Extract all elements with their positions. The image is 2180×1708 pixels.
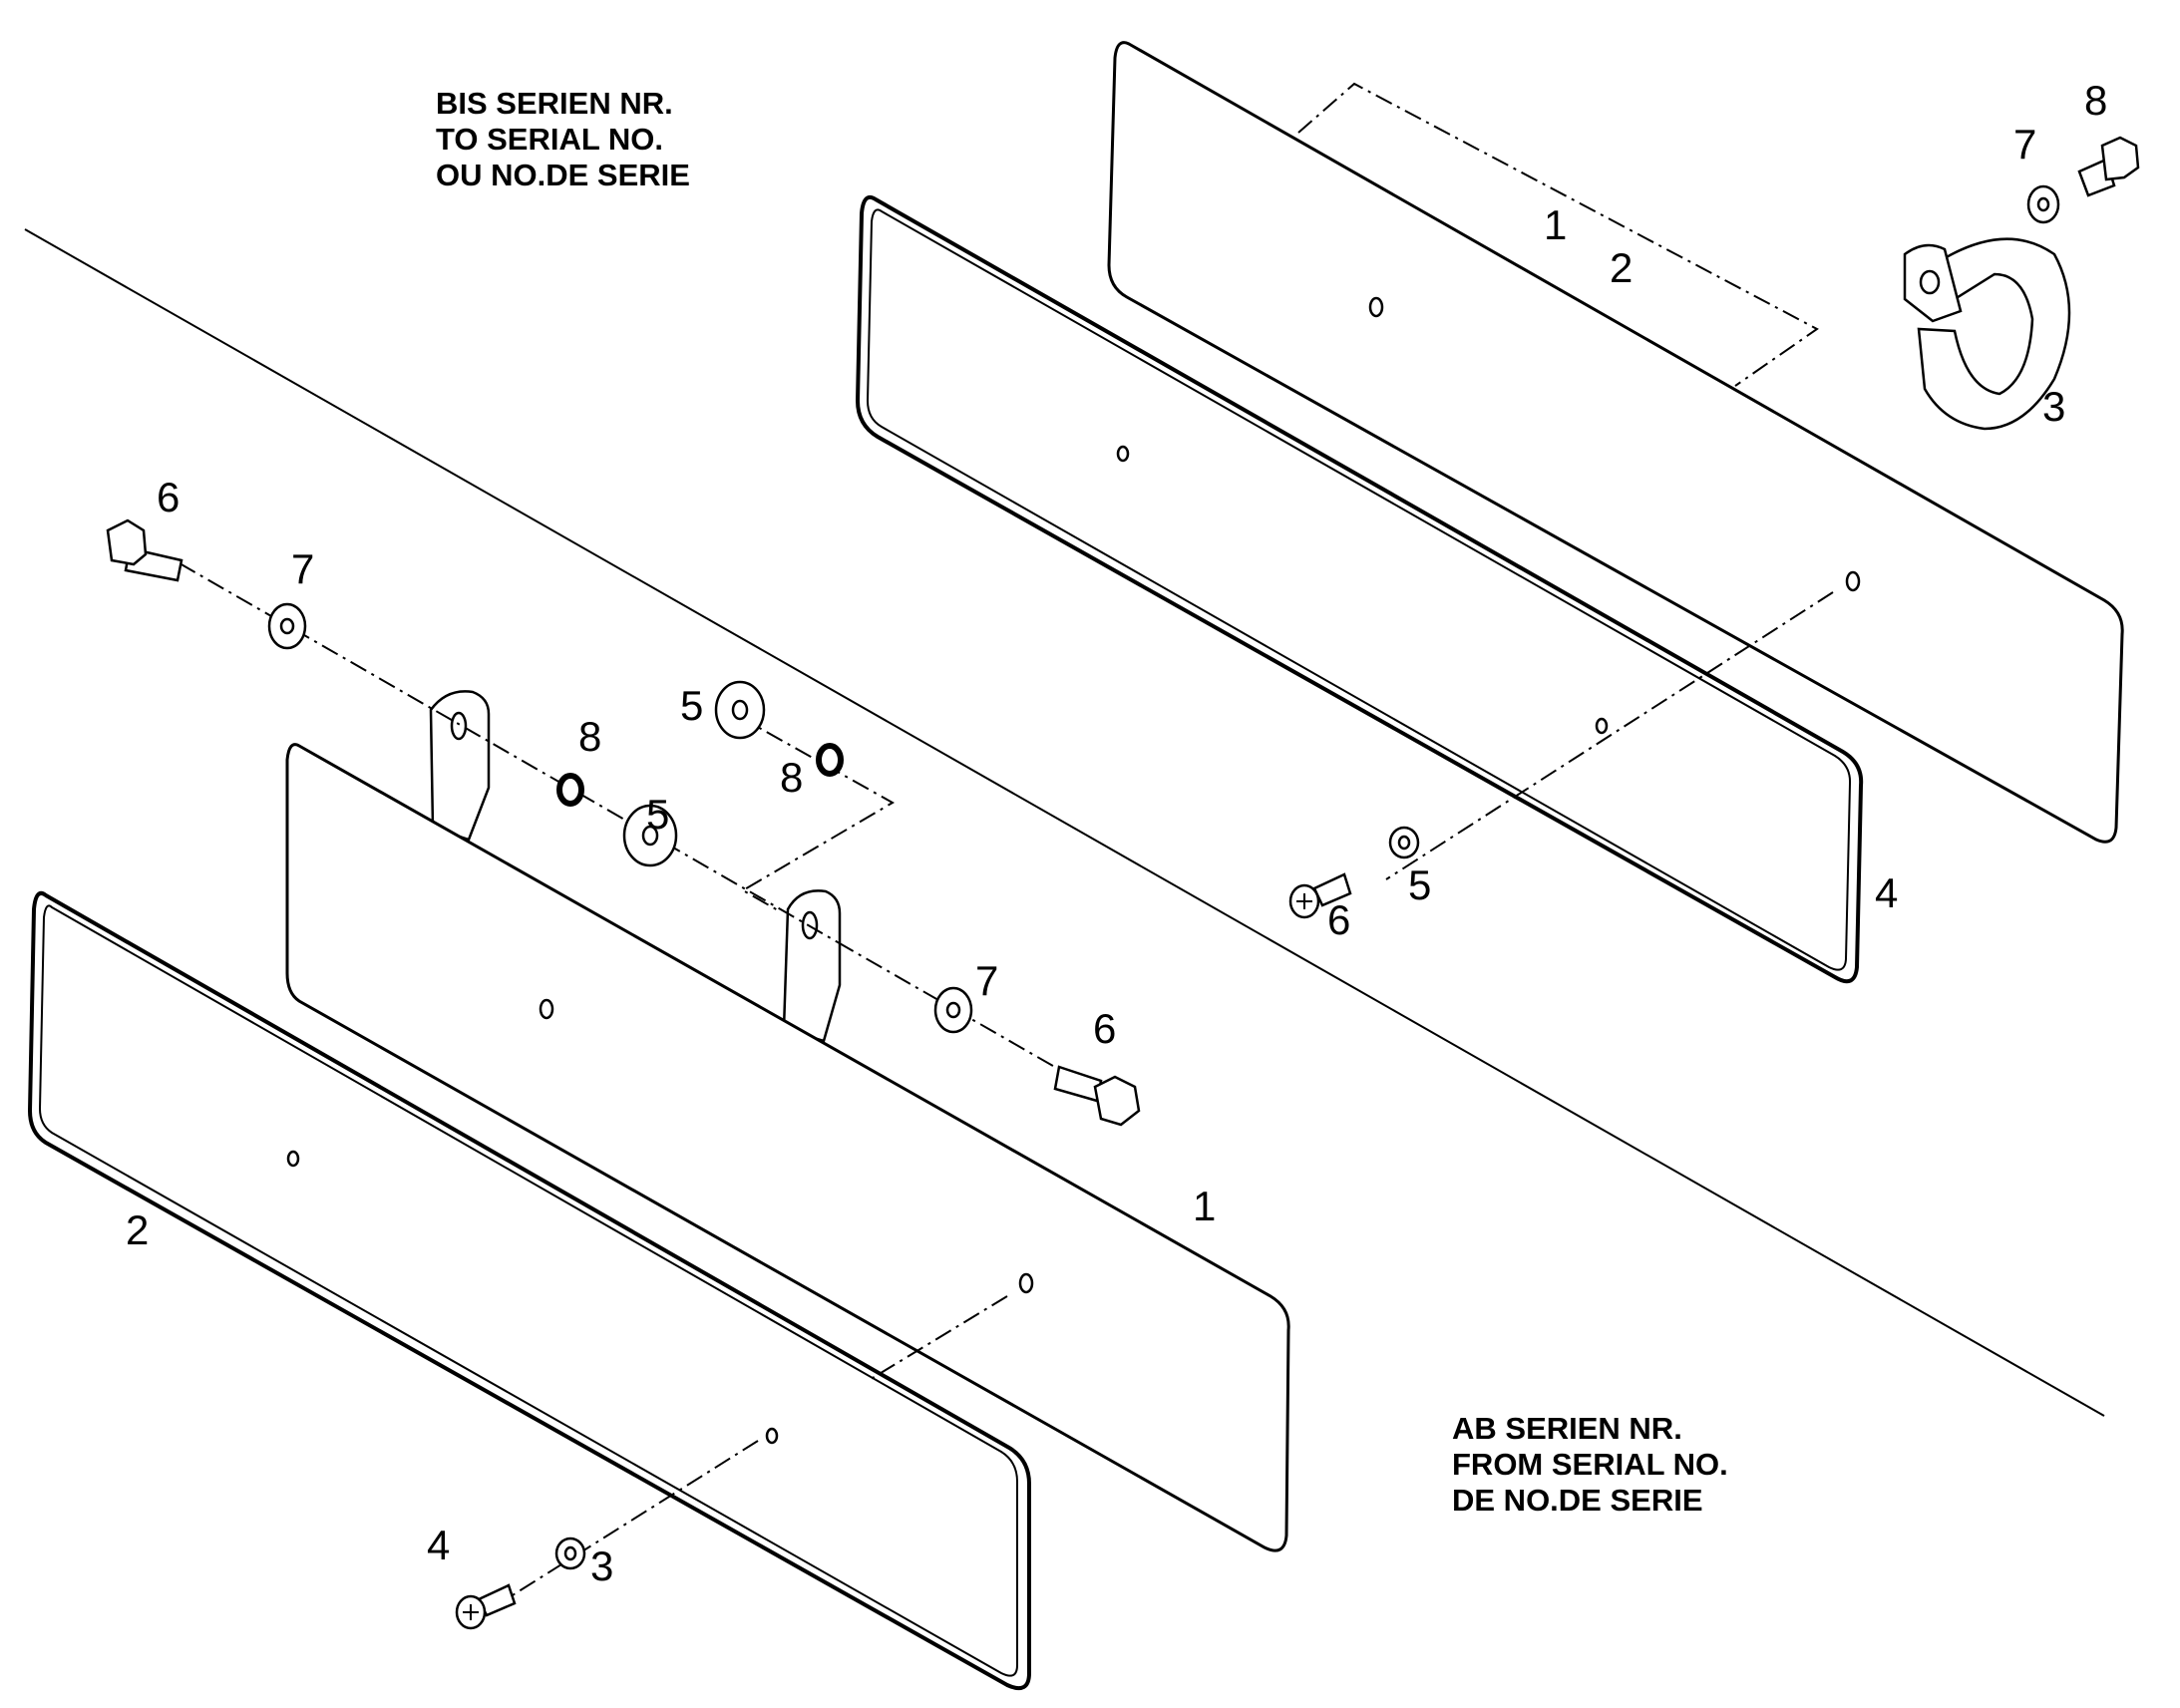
callout-lower-washer-small: 3	[590, 1542, 613, 1589]
callout-lower-oring-left: 8	[578, 713, 601, 760]
upper-plate-hole-right	[1845, 570, 1861, 592]
clamp-body	[1917, 237, 2071, 431]
upper-assembly: 1 2 3 7 8 4 5 6	[855, 41, 2140, 984]
lower-bolt-left-head	[106, 518, 148, 566]
upper-frame-inner	[866, 208, 1852, 971]
callout-upper-washer-small: 5	[1408, 861, 1431, 908]
lower-plate-hole-left	[539, 998, 554, 1020]
upper-guide-line-top	[1297, 82, 1819, 387]
callout-lower-bolt-right: 6	[1093, 1005, 1116, 1052]
callout-lower-washer-right: 7	[975, 957, 998, 1004]
note-from-line-1: AB SERIEN NR.	[1452, 1411, 1682, 1446]
lower-bolt-right	[1053, 1065, 1141, 1127]
lower-washer-left-hole	[279, 617, 295, 635]
note-before-line-3: OU NO.DE SERIE	[436, 158, 690, 192]
upper-frame-hole-left	[1116, 445, 1130, 463]
callout-upper-washer-top: 7	[2013, 121, 2036, 168]
section-divider-line	[24, 228, 2105, 1417]
lower-washer-small-hole	[563, 1545, 577, 1561]
lower-guide-line-spacer	[737, 715, 896, 911]
note-from-line-3: DE NO.DE SERIE	[1452, 1483, 1703, 1518]
lower-plate	[285, 743, 1290, 1552]
lower-frame-inner	[38, 904, 1018, 1677]
upper-frame	[855, 194, 1864, 984]
upper-bolt-top-head	[2100, 136, 2140, 181]
lower-frame-hole-right	[765, 1427, 779, 1445]
lower-spacer-top-hole	[731, 699, 749, 721]
clamp	[1903, 237, 2071, 431]
upper-washer-small-hole	[1397, 835, 1411, 851]
callout-clamp: 3	[2042, 383, 2065, 430]
note-before-serial: BIS SERIEN NR. TO SERIAL NO. OU NO.DE SE…	[436, 86, 690, 192]
callout-upper-plate: 1	[1544, 201, 1567, 248]
upper-screw-cross	[1296, 893, 1312, 909]
upper-bolt-top	[2077, 136, 2140, 197]
callout-lower-washer-left: 7	[291, 545, 314, 592]
note-from-line-2: FROM SERIAL NO.	[1452, 1447, 1728, 1482]
lower-bolt-right-head	[1093, 1075, 1141, 1127]
upper-frame-hole-right	[1595, 717, 1609, 735]
lower-bracket-right	[782, 889, 842, 1043]
lower-washer-right-hole	[945, 1001, 961, 1019]
lower-oring-mid	[816, 743, 844, 777]
upper-plate-hole-left	[1368, 296, 1384, 318]
clamp-hole	[1919, 269, 1941, 295]
lower-spacer-left-hole	[641, 825, 659, 847]
lower-frame	[27, 890, 1031, 1690]
lower-screw-cross	[463, 1604, 479, 1620]
lower-guide-line-screw	[867, 1295, 1008, 1382]
callout-upper-bolt-top: 8	[2084, 77, 2107, 124]
lower-assembly: 6 7 8 5 5 8 7 6 1 2 3 4	[27, 474, 1290, 1690]
callout-lower-screw: 4	[427, 1522, 450, 1568]
callout-lower-frame: 2	[126, 1206, 149, 1253]
upper-screw-shank	[1312, 872, 1352, 907]
lower-oring-left	[556, 773, 584, 807]
lower-bracket-left	[429, 690, 491, 842]
callout-lower-bolt-left: 6	[157, 474, 180, 520]
note-from-serial: AB SERIEN NR. FROM SERIAL NO. DE NO.DE S…	[1452, 1411, 1736, 1518]
callout-upper-screw: 6	[1327, 896, 1350, 943]
upper-plate	[1107, 41, 2124, 844]
callout-upper-frame: 2	[1610, 244, 1633, 291]
upper-washer-top-hole	[2036, 196, 2050, 212]
callout-lower-plate: 1	[1193, 1183, 1216, 1229]
upper-screw	[1288, 872, 1352, 919]
lower-guide-line-left	[179, 562, 839, 943]
lower-plate-hole-right	[1018, 1272, 1034, 1294]
note-before-line-2: TO SERIAL NO.	[436, 122, 663, 157]
lower-frame-hole-left	[286, 1150, 300, 1168]
callout-upper-frame-right: 4	[1875, 869, 1898, 916]
lower-bolt-right-shank	[1053, 1065, 1103, 1103]
callout-lower-spacer-left: 5	[646, 791, 669, 838]
lower-bolt-left	[106, 518, 183, 582]
callout-lower-spacer-top: 5	[680, 682, 703, 729]
lower-screw	[455, 1583, 517, 1630]
callout-lower-oring-mid: 8	[780, 754, 803, 801]
lower-bracket-left-hole	[450, 711, 468, 741]
note-before-line-1: BIS SERIEN NR.	[436, 86, 673, 121]
upper-guide-line-screw	[1385, 591, 1834, 880]
lower-guide-line-screw-2	[488, 1440, 759, 1611]
